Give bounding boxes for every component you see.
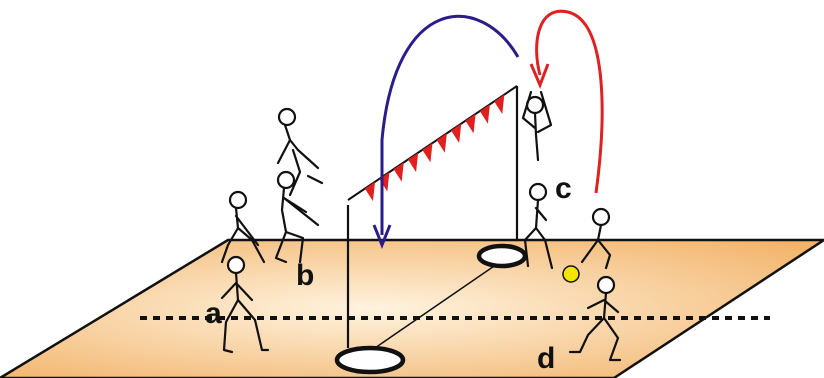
- blue-trajectory-arrow: [372, 14, 520, 250]
- pennant-flag: [436, 133, 447, 153]
- hoop-near: [334, 345, 406, 375]
- label-d: d: [537, 342, 555, 375]
- court: [0, 238, 824, 378]
- pennant-flag: [364, 181, 376, 202]
- label-c: c: [555, 172, 572, 205]
- player-b-figure: [274, 107, 324, 264]
- pennant-flag: [465, 113, 476, 134]
- hoop-connector-line: [371, 261, 501, 351]
- pennant-flag: [422, 143, 433, 163]
- hoop-far: [476, 243, 528, 269]
- ball: [562, 265, 580, 283]
- pennant-flag: [451, 123, 462, 144]
- pennant-flags: [364, 94, 505, 202]
- pennant-flag: [407, 152, 419, 173]
- pennant-flag: [494, 94, 505, 114]
- pennant-flag: [479, 104, 490, 124]
- pennant-flag: [379, 172, 390, 192]
- player-d-figure: [568, 207, 622, 362]
- player-c-figure: [521, 90, 554, 270]
- pennant-line: [347, 85, 518, 202]
- label-a: a: [205, 297, 222, 330]
- player-a-figure: [220, 190, 270, 354]
- label-b: b: [296, 259, 314, 292]
- red-trajectory-arrow: [529, 9, 604, 194]
- pennant-flag: [393, 162, 404, 182]
